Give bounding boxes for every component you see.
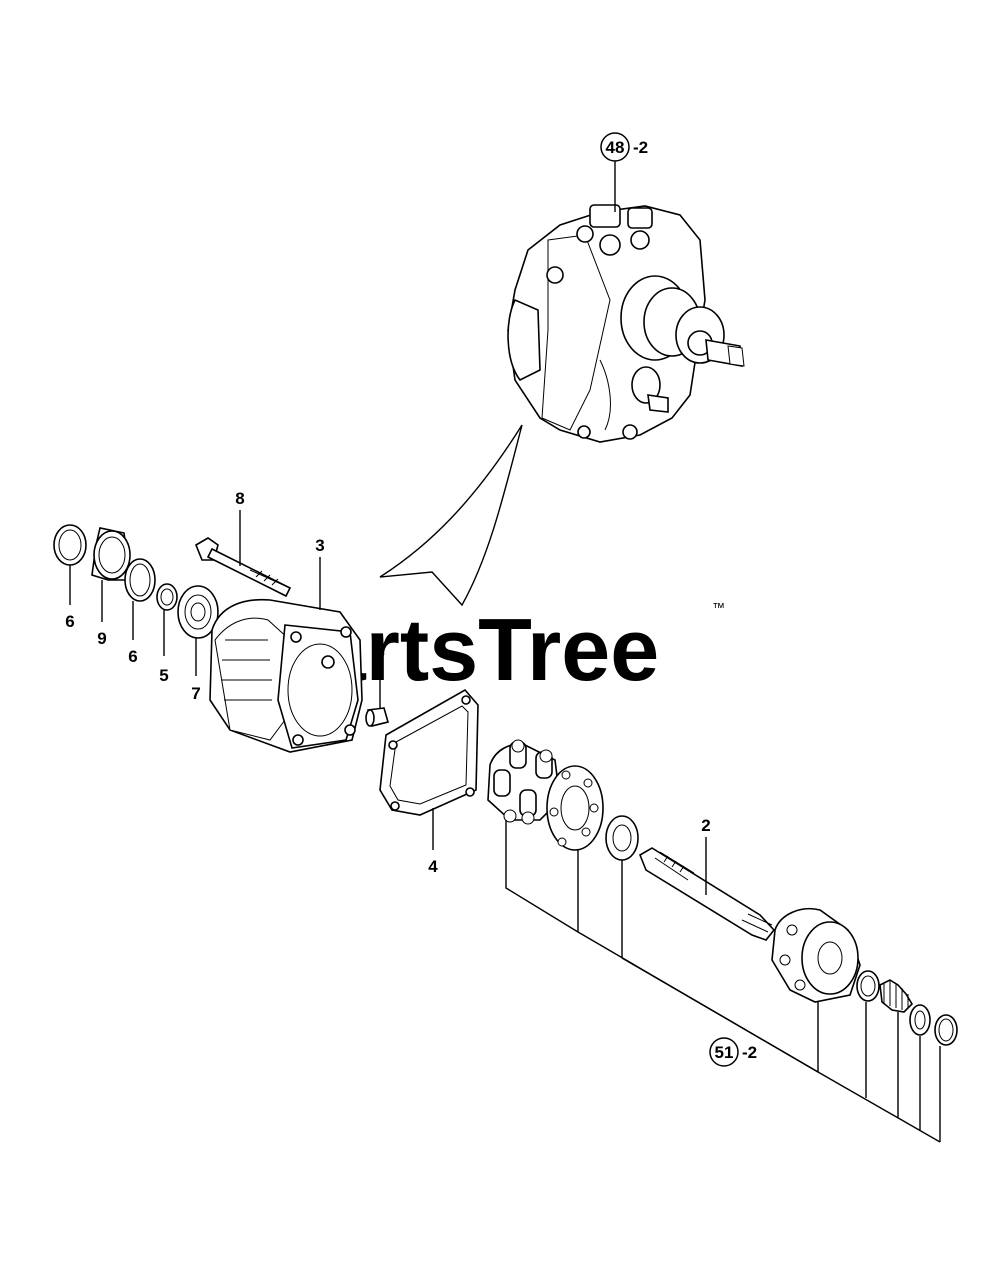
watermark-trademark: ™ <box>712 600 725 615</box>
pump-assembly-illustration <box>507 204 745 443</box>
washer-2-illustration <box>909 1004 931 1036</box>
label-5-text: 5 <box>159 666 168 685</box>
bearing-7-illustration <box>177 585 219 639</box>
label-4[interactable]: 4 <box>428 808 438 876</box>
snap-ring-end-illustration <box>934 1014 958 1046</box>
callout-51-number: 51 <box>715 1043 734 1062</box>
label-3-text: 3 <box>315 536 324 555</box>
label-8-text: 8 <box>235 489 244 508</box>
ring-5-illustration <box>156 583 178 611</box>
cylinder-block-illustration <box>771 908 861 1003</box>
callout-48-number: 48 <box>606 138 625 157</box>
washer-ring-illustration <box>856 970 880 1002</box>
snap-ring-6b-illustration <box>124 558 156 602</box>
label-7[interactable]: 7 <box>191 638 201 703</box>
label-9-text: 9 <box>97 629 106 648</box>
pin-1-illustration <box>365 707 389 727</box>
callout-48-suffix: -2 <box>633 138 648 157</box>
label-8[interactable]: 8 <box>235 489 245 566</box>
label-2[interactable]: 2 <box>701 816 711 895</box>
callout-51-suffix: -2 <box>742 1043 757 1062</box>
label-2-text: 2 <box>701 816 710 835</box>
swash-plate-illustration <box>546 765 604 851</box>
label-6b-text: 6 <box>128 647 137 666</box>
seal-illustration <box>605 815 639 861</box>
label-7-text: 7 <box>191 684 200 703</box>
assembly-arrow <box>379 424 523 607</box>
label-6a-text: 6 <box>65 612 74 631</box>
bolt-8-illustration <box>195 537 292 598</box>
callout-48[interactable]: 48 -2 <box>600 132 648 212</box>
label-1-text: 1 <box>375 640 384 659</box>
gasket-4-illustration <box>379 688 479 816</box>
piston-set-illustration <box>487 739 561 825</box>
callout-51[interactable]: 51 -2 <box>709 1037 757 1067</box>
label-1[interactable]: 1 <box>375 640 385 708</box>
shaft-2-illustration <box>639 847 776 941</box>
label-3[interactable]: 3 <box>315 536 325 610</box>
label-5[interactable]: 5 <box>159 610 169 685</box>
spring-illustration <box>879 979 914 1013</box>
label-6a[interactable]: 6 <box>65 565 75 631</box>
assembly-51-bracket <box>505 820 941 1143</box>
label-4-text: 4 <box>428 857 438 876</box>
label-6b[interactable]: 6 <box>128 601 138 666</box>
snap-ring-6a-illustration <box>53 524 87 566</box>
label-9[interactable]: 9 <box>97 580 107 648</box>
bushing-9-illustration <box>91 527 131 581</box>
housing-3-illustration <box>209 598 363 753</box>
